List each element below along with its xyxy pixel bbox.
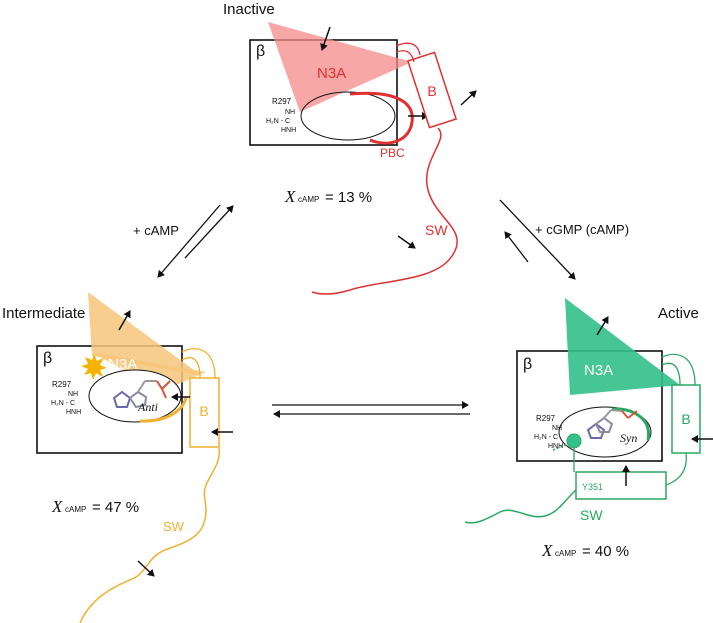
intermediate-hinge-inner xyxy=(181,357,201,379)
active-n3a-label: N3A xyxy=(584,362,613,379)
intermediate-b-label: B xyxy=(199,403,208,419)
active-y351-hinge xyxy=(665,452,687,486)
intermediate-sw-arrow xyxy=(137,560,155,577)
active-n3a-triangle xyxy=(565,298,680,395)
intermediate-nh: NH xyxy=(68,391,78,398)
inactive-hinge-inner xyxy=(395,50,415,63)
active-state: Active β N3A Syn R297 NH H₂N - C HNH B xyxy=(464,298,713,560)
active-pbc-loop xyxy=(611,407,651,441)
active-camp-ligand xyxy=(586,409,638,439)
active-hbond xyxy=(552,443,569,451)
active-hnh: HNH xyxy=(548,443,563,450)
active-y351-box xyxy=(575,471,667,500)
transition-arrows: + cAMP + cGMP (cAMP) xyxy=(133,199,629,418)
intermediate-h2nc: H₂N - C xyxy=(51,400,75,407)
active-x-symbol: X xyxy=(541,541,553,560)
intermediate-sw-label: SW xyxy=(163,519,185,534)
intermediate-x-sub: cAMP xyxy=(65,505,86,514)
active-y351-label: Y351 xyxy=(582,482,603,492)
active-x-value: = 40 % xyxy=(582,543,629,560)
inactive-nh: NH xyxy=(285,109,295,116)
inactive-pbc-label: PBC xyxy=(380,146,405,160)
intermediate-n3a-triangle xyxy=(88,292,202,376)
active-r297: R297 xyxy=(536,414,556,423)
intermediate-n3a-label: N3A xyxy=(108,356,137,373)
intermediate-x-symbol: X xyxy=(51,497,63,516)
intermediate-r297: R297 xyxy=(52,380,72,389)
inactive-sw-label: SW xyxy=(425,222,448,238)
intermediate-title: Intermediate xyxy=(2,305,85,322)
right-arrow-label: + cGMP (cAMP) xyxy=(535,222,629,237)
intermediate-sw-tail xyxy=(79,447,220,623)
inactive-n3a-arrow xyxy=(320,26,331,51)
inactive-b-arrow xyxy=(460,90,477,106)
active-sw-tail xyxy=(464,489,577,524)
active-syn-label: Syn xyxy=(620,431,637,445)
arrow-active-to-inactive xyxy=(504,231,529,263)
inactive-state: Inactive β N3A PBC R297 NH H₂N - C HNH B… xyxy=(223,1,477,295)
active-y351-ring xyxy=(566,433,582,449)
inactive-r297: R297 xyxy=(272,97,292,106)
arrow-inactive-to-intermediate xyxy=(157,204,221,278)
active-h2nc: H₂N - C xyxy=(534,434,558,441)
inactive-b-label: B xyxy=(427,83,436,99)
inactive-hnh: HNH xyxy=(281,127,296,134)
intermediate-hnh: HNH xyxy=(66,409,81,416)
intermediate-camp-ligand xyxy=(112,380,171,409)
active-hinge-inner xyxy=(661,362,681,386)
inactive-title: Inactive xyxy=(223,1,275,18)
intermediate-state: Intermediate β N3A Anti R297 NH H₂N - C … xyxy=(2,292,233,623)
inactive-pbc-loop xyxy=(349,91,414,145)
inactive-n3a-triangle xyxy=(268,22,412,112)
inactive-x-sub: cAMP xyxy=(298,195,319,204)
active-n3a-arrow xyxy=(596,316,609,336)
left-arrow-label: + cAMP xyxy=(133,223,179,238)
inactive-b-box xyxy=(406,51,458,129)
inactive-n3a-label: N3A xyxy=(317,65,346,82)
intermediate-beta-label: β xyxy=(43,350,52,367)
intermediate-anti-label: Anti xyxy=(137,400,158,414)
active-hinge-outer xyxy=(661,353,696,386)
inactive-h2nc: H₂N - C xyxy=(266,118,290,125)
intermediate-x-value: = 47 % xyxy=(92,499,139,516)
inactive-x-value: = 13 % xyxy=(325,189,372,206)
inactive-sw-arrow xyxy=(397,235,416,249)
active-nh: NH xyxy=(552,425,562,432)
intermediate-binding-pocket xyxy=(88,369,182,423)
intermediate-pbc-loop xyxy=(139,397,188,423)
active-title: Active xyxy=(658,305,699,322)
inactive-hinge-top xyxy=(395,42,421,56)
inactive-sw-tail xyxy=(311,127,458,295)
active-x-sub: cAMP xyxy=(555,549,576,558)
inactive-x-symbol: X xyxy=(284,187,296,206)
inactive-beta-label: β xyxy=(256,43,265,60)
inactive-binding-pocket xyxy=(300,91,396,141)
arrow-inactive-to-active xyxy=(499,199,576,280)
arrow-intermediate-to-inactive xyxy=(184,205,234,259)
active-b-label: B xyxy=(681,411,690,427)
intermediate-n3a-arrow xyxy=(118,310,131,331)
active-sw-label: SW xyxy=(580,507,603,523)
intermediate-hinge-outer xyxy=(181,348,216,379)
intermediate-burst-icon xyxy=(81,354,107,380)
active-beta-label: β xyxy=(523,356,532,373)
